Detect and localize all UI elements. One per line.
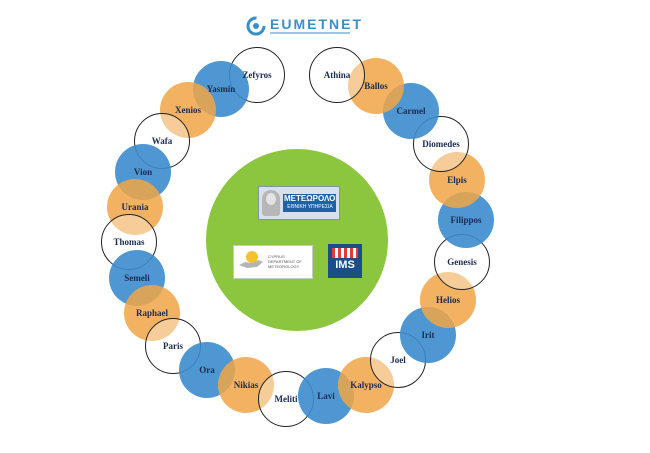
ring-label-nikias: Nikias xyxy=(233,380,259,390)
ring-label-filippos: Filippos xyxy=(450,215,482,225)
ring-label-paris: Paris xyxy=(163,341,183,351)
greek-logo-subtitle: ΕΘΝΙΚΗ ΥΠΗΡΕΣΙΑ xyxy=(284,204,336,210)
ring-label-semeli: Semeli xyxy=(124,273,150,283)
ring-label-diomedes: Diomedes xyxy=(422,139,460,149)
ring-label-meliti: Meliti xyxy=(274,394,298,404)
ring-label-athina: Athina xyxy=(323,70,351,80)
eumetnet-c-icon xyxy=(246,16,266,36)
ring-label-kalypso: Kalypso xyxy=(350,380,382,390)
greek-met-service-logo: ΜΕΤΕΩΡΟΛΟΓΙΚΗ ΕΘΝΙΚΗ ΥΠΗΡΕΣΙΑ xyxy=(258,186,340,220)
greek-logo-line-2: ΜΕΤΕΩΡΟΛΟΓΙΚΗ xyxy=(284,195,336,203)
eumetnet-logo-text: EUMETNET xyxy=(270,16,363,32)
ims-logo-text: IMS xyxy=(335,259,355,271)
ring-label-carmel: Carmel xyxy=(396,106,426,116)
ring-label-joel: Joel xyxy=(390,355,406,365)
ring-label-irit: Irit xyxy=(421,330,435,340)
ring-label-wafa: Wafa xyxy=(151,136,173,146)
bust-face-icon xyxy=(266,193,276,205)
eumetnet-logo-underline xyxy=(270,32,350,34)
ims-grid-icon xyxy=(332,248,358,258)
ring-label-urania: Urania xyxy=(121,202,149,212)
cyprus-met-text: CYPRUS DEPARTMENT OF METEOROLOGY xyxy=(268,254,302,269)
greek-logo-title: ΜΕΤΕΩΡΟΛΟΓΙΚΗ xyxy=(284,195,336,203)
ring-label-ballos: Ballos xyxy=(364,81,388,91)
ring-label-lavi: Lavi xyxy=(317,391,335,401)
ring-label-zefyros: Zefyros xyxy=(242,70,272,80)
ring-label-ora: Ora xyxy=(199,365,215,375)
ring-label-genesis: Genesis xyxy=(447,257,477,267)
logo-band xyxy=(283,194,336,212)
ring-label-raphael: Raphael xyxy=(135,308,168,318)
greek-logo-line-3: ΥΠΗΡΕΣΙΑ xyxy=(307,204,333,210)
cyprus-met-logo: CYPRUS DEPARTMENT OF METEOROLOGY xyxy=(233,245,313,279)
ring-label-thomas: Thomas xyxy=(113,237,145,247)
center-circle xyxy=(206,149,388,331)
ring-label-xenios: Xenios xyxy=(174,105,201,115)
cyprus-sun-map-icon xyxy=(239,251,263,268)
ring-label-helios: Helios xyxy=(436,295,460,305)
ring-label-yasmin: Yasmin xyxy=(206,84,236,94)
ims-logo: IMS xyxy=(328,244,362,278)
greek-logo-line-1: ΕΘΝΙΚΗ xyxy=(287,204,307,210)
ring-label-vion: Vion xyxy=(133,167,153,177)
ring-circle-athina xyxy=(309,47,365,103)
ring-label-elpis: Elpis xyxy=(447,175,467,185)
